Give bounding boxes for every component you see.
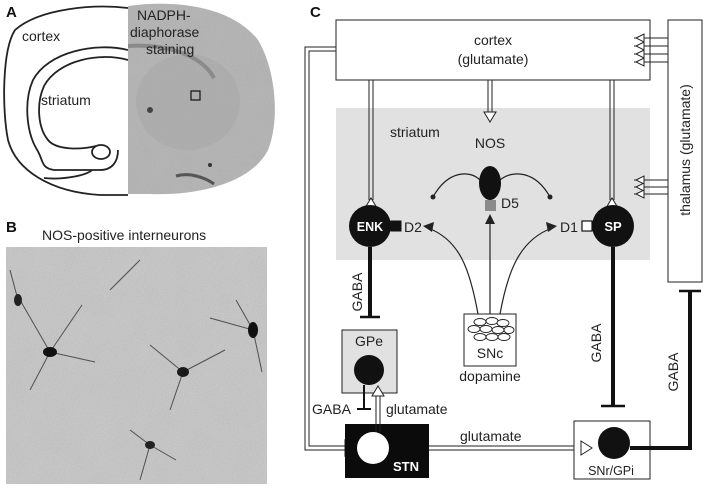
gpe-neuron [354,355,384,385]
cortex-label-c: cortex [474,32,512,48]
dopamine-label: dopamine [459,368,521,384]
nos-micrograph-image [6,247,267,484]
stn-gpe-terminal [371,385,385,397]
brain-outline-drawing [3,5,129,196]
stain-label-line3: staining [146,41,194,57]
gaba-sp-label: GABA [588,323,604,363]
cortex-box [335,19,651,81]
nos-terminal-left [430,194,436,200]
snc-label: SNc [477,345,503,361]
cortex-label-a: cortex [22,28,60,44]
stain-label-line2: diaphorase [130,24,199,40]
gpe-label: GPe [355,333,383,349]
dopamine-arrowheads [423,214,557,232]
nos-axon-left [432,173,481,198]
sp-neuron [592,205,634,247]
snc-cell-cluster [467,317,515,341]
cortex-stn-path-outer [304,46,345,451]
snr-gpi-label: SNr/GPi [588,464,634,478]
dopamine-projections [427,222,553,315]
thalamus-box [667,19,703,283]
striatum-label-c: striatum [390,124,440,140]
d5-label: D5 [501,195,519,211]
stn-label: STN [393,459,419,474]
glutamate-stn-gpe-label: glutamate [386,401,448,417]
gaba-gpe-label: GABA [312,401,352,417]
panel-label-c: C [310,4,321,21]
nos-axon-right [499,173,551,198]
d1-label: D1 [560,219,578,235]
nos-neuron [479,166,501,200]
d5-receptor [485,200,496,211]
stain-label-line1: NADPH- [137,7,191,23]
snr-gpi-neuron [598,427,630,459]
striatum-label-a: striatum [41,92,91,108]
d2-receptor [390,220,402,232]
panel-label-a: A [6,4,17,21]
enk-label: ENK [357,220,383,234]
d2-label: D2 [404,219,422,235]
stained-slice-image [128,3,275,195]
snr-thalamus-gaba-projection [630,292,692,450]
thalamo-cortical-fibers [634,33,668,67]
thalamo-striatal-fibers [634,175,668,199]
gaba-thalamus-label: GABA [665,352,681,392]
micrograph-title: NOS-positive interneurons [42,227,206,243]
cortex-stn-path-inner [308,50,345,447]
nos-label: NOS [475,135,505,151]
d1-receptor [581,220,593,232]
stn-neuron [357,432,389,464]
cortex-glutamate-label: (glutamate) [458,51,529,67]
stn-snr-terminal [580,440,593,456]
glutamate-stn-snr-label: glutamate [460,428,522,444]
sp-label: SP [604,219,622,234]
enk-neuron [349,205,391,247]
thalamus-label: thalamus (glutamate) [677,84,693,216]
gaba-enk-label: GABA [349,272,365,312]
panel-label-b: B [6,219,17,236]
nos-terminal-right [547,194,553,200]
